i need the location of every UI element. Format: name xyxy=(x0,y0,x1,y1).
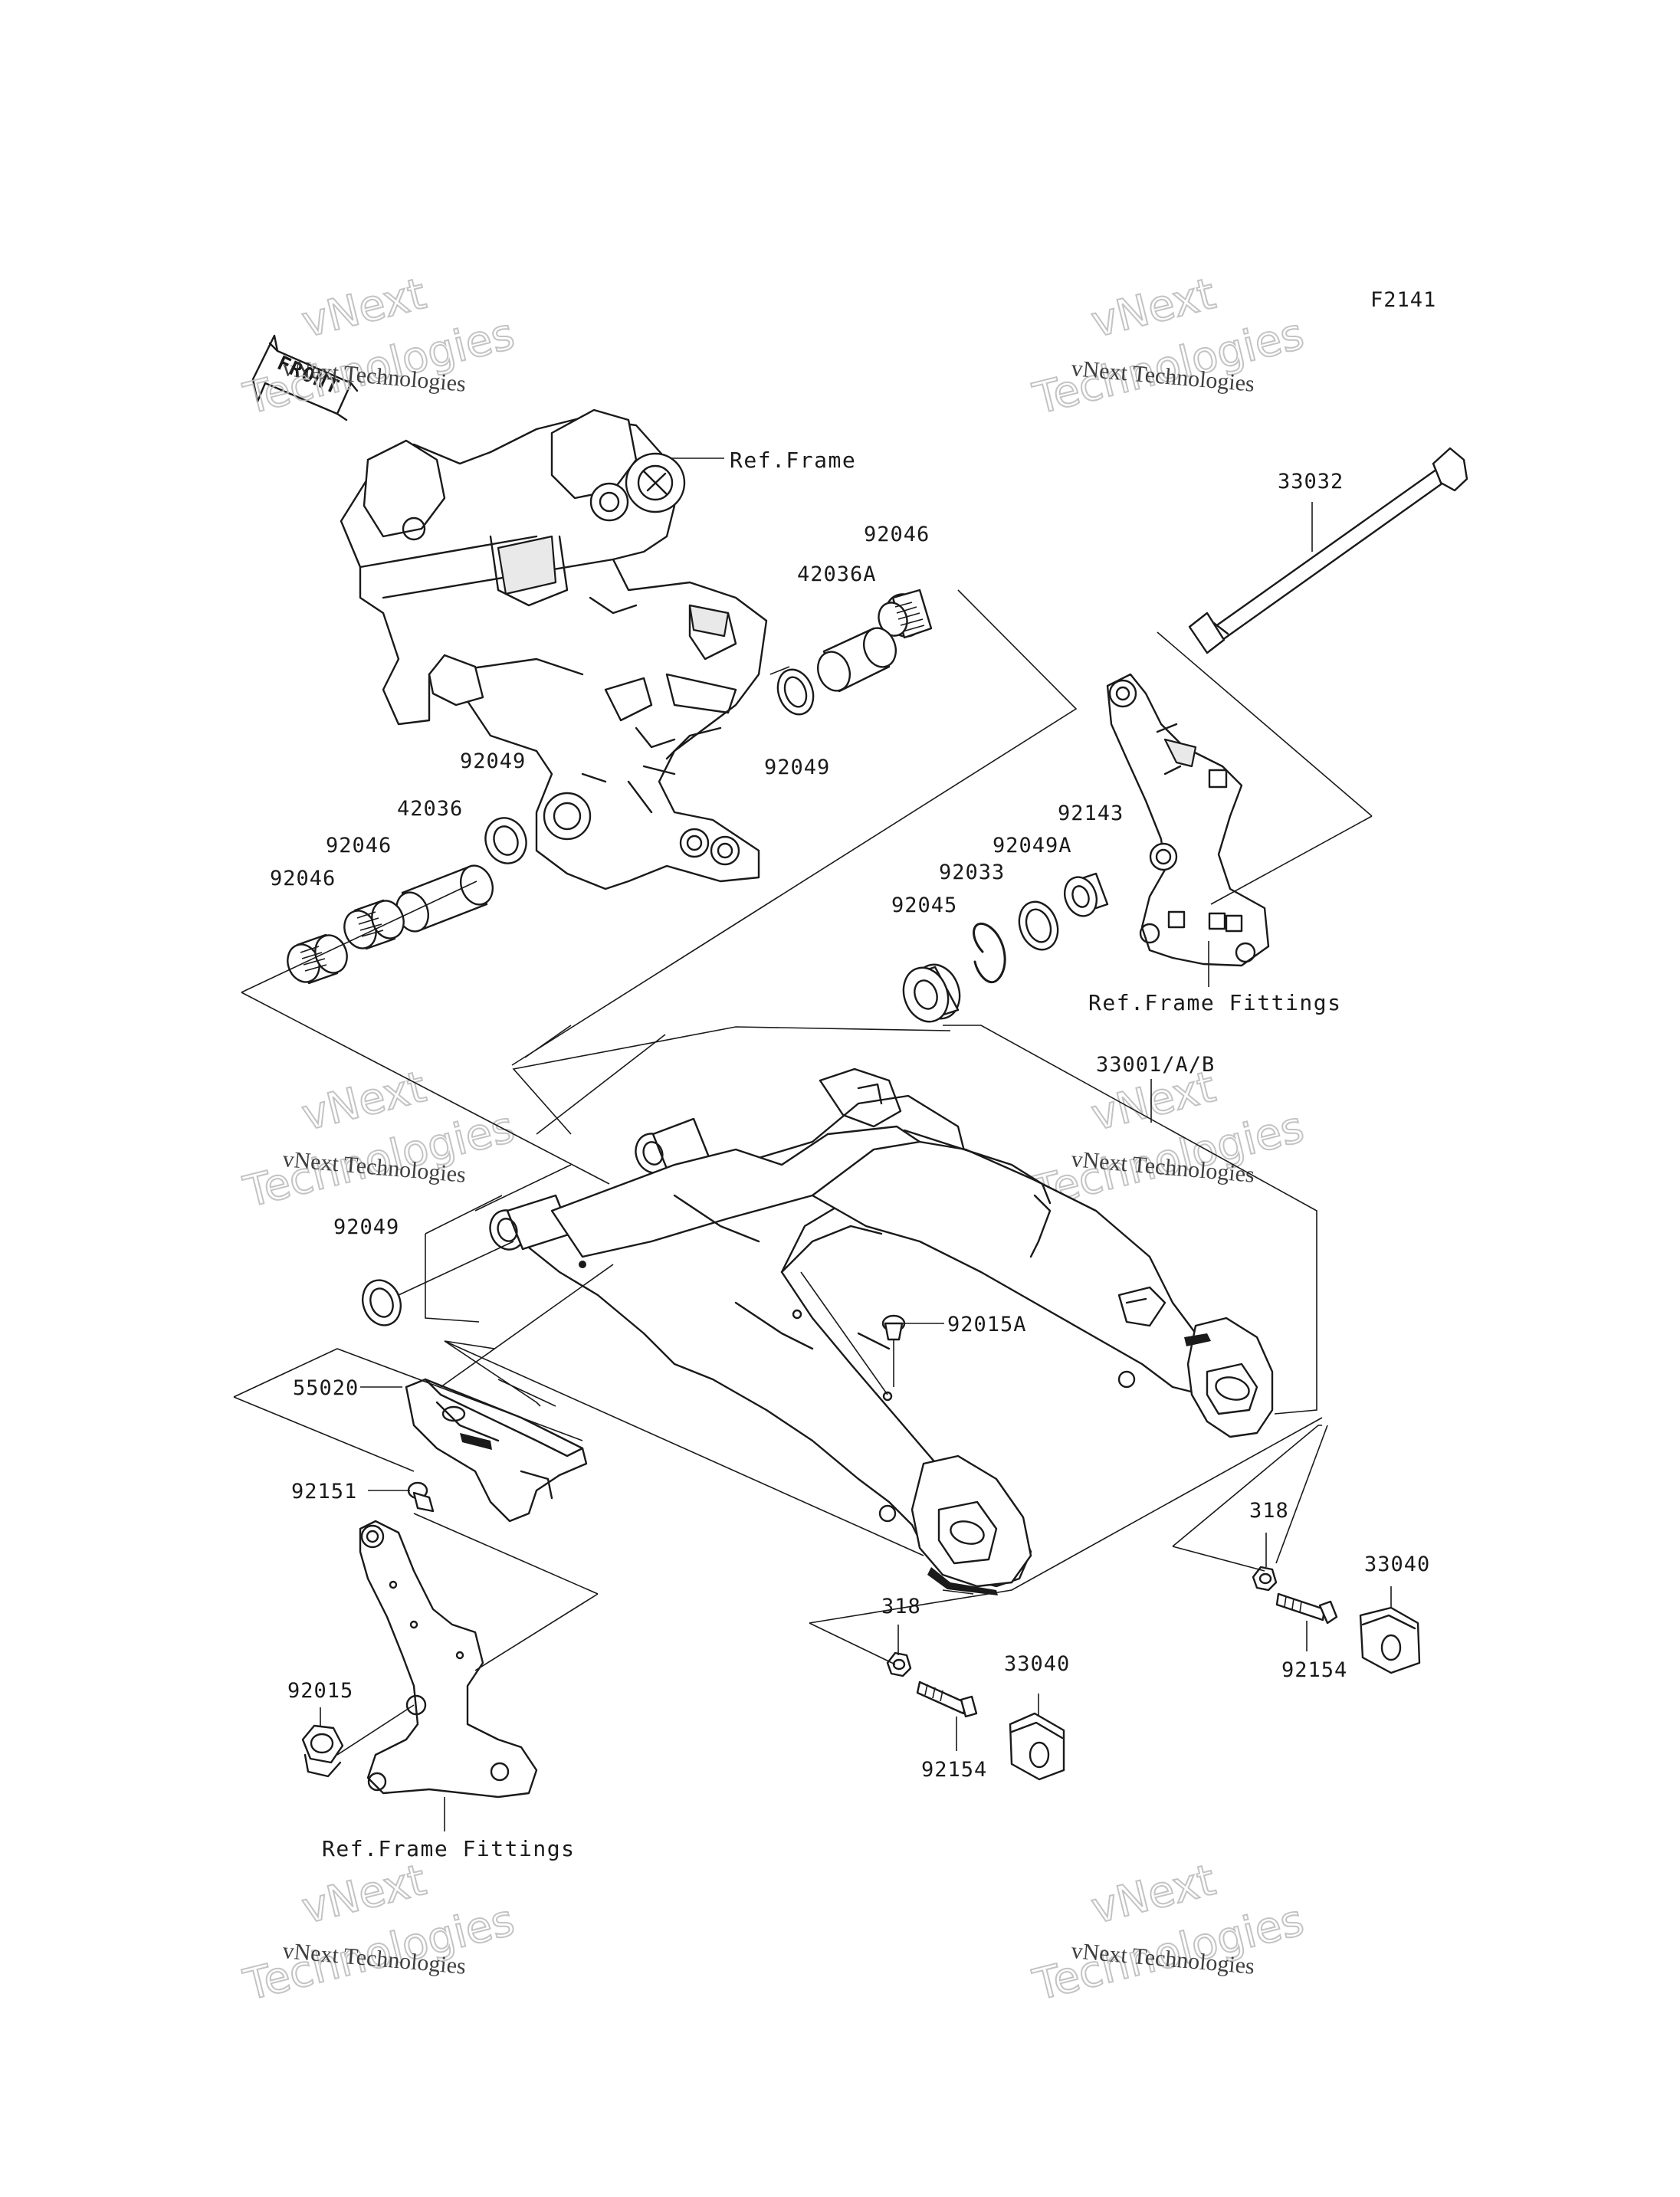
part-label-92154-right: 92154 xyxy=(1281,1658,1347,1682)
watermark-top-left: vNext Technologies vNext Technologies xyxy=(238,268,520,425)
frame-drawing xyxy=(340,408,768,890)
collar-42036 xyxy=(395,864,494,933)
bearing-92046-top xyxy=(878,589,933,639)
part-label-33040-right: 33040 xyxy=(1364,1553,1430,1576)
block-33040-right xyxy=(1359,1606,1421,1674)
collar-42036A xyxy=(817,627,897,693)
watermark-top-right: vNext Technologies vNext Technologies xyxy=(1028,268,1310,425)
part-label-92015A: 92015A xyxy=(947,1313,1027,1336)
part-label-92049-mid: 92049 xyxy=(460,749,526,773)
part-label-92046-left: 92046 xyxy=(270,867,336,890)
ref-frame-fittings-left-label: Ref.Frame Fittings xyxy=(322,1836,575,1861)
bearing-92046-left xyxy=(287,933,348,985)
collar-92143 xyxy=(1064,872,1109,917)
plug-92015A xyxy=(881,1314,906,1341)
assembly-guide-lines xyxy=(233,457,1392,1831)
bearing-92046-mid xyxy=(343,899,405,950)
part-label-33001: 33001/A/B xyxy=(1096,1053,1215,1077)
part-label-318-center: 318 xyxy=(881,1595,921,1618)
block-33040-center xyxy=(1009,1712,1065,1781)
part-label-92151: 92151 xyxy=(291,1480,357,1503)
part-label-92049A: 92049A xyxy=(993,834,1072,857)
watermark-bottom-right: vNext Technologies vNext Technologies xyxy=(1028,1854,1310,2012)
nut-92015 xyxy=(301,1724,344,1778)
circlip-92033 xyxy=(973,922,1006,984)
part-label-33032: 33032 xyxy=(1278,470,1344,494)
seal-92049-low xyxy=(362,1279,402,1326)
diagram-id: F2141 xyxy=(1370,288,1436,312)
part-label-92046-top: 92046 xyxy=(864,523,930,546)
watermark-mid-left: vNext Technologies vNext Technologies xyxy=(238,1061,520,1218)
bolt-92151 xyxy=(407,1481,435,1513)
bearing-92045 xyxy=(902,963,961,1023)
frame-fittings-left-drawing xyxy=(359,1520,538,1799)
nut-318-center xyxy=(886,1651,912,1677)
chain-guide-55020 xyxy=(405,1378,588,1523)
part-label-42036A: 42036A xyxy=(797,562,877,586)
part-label-318-right: 318 xyxy=(1249,1499,1289,1523)
part-label-55020: 55020 xyxy=(293,1376,359,1400)
seal-92049A xyxy=(1018,900,1059,951)
frame-fittings-right-drawing xyxy=(1106,673,1270,967)
bolt-92154-center xyxy=(916,1681,978,1718)
part-label-92045: 92045 xyxy=(891,894,957,917)
part-label-92049-top: 92049 xyxy=(764,756,830,779)
seal-92049-top xyxy=(776,668,815,716)
part-label-92015: 92015 xyxy=(287,1679,353,1703)
part-label-92049-low: 92049 xyxy=(333,1215,399,1239)
part-label-92154-center: 92154 xyxy=(921,1758,987,1782)
part-label-92046-mid: 92046 xyxy=(326,834,392,857)
part-label-92033: 92033 xyxy=(939,861,1005,884)
seal-92049-mid xyxy=(484,817,527,864)
nut-318-right xyxy=(1252,1566,1278,1592)
ref-frame-label: Ref.Frame xyxy=(730,448,856,473)
bolt-92154-right xyxy=(1275,1592,1338,1625)
axle-shaft-33032 xyxy=(1188,447,1468,654)
part-label-42036: 42036 xyxy=(397,797,463,821)
watermark-bottom-left: vNext Technologies vNext Technologies xyxy=(238,1854,520,2012)
ref-frame-fittings-right-label: Ref.Frame Fittings xyxy=(1088,990,1341,1015)
part-label-33040-center: 33040 xyxy=(1004,1652,1070,1676)
watermark-mid-right: vNext Technologies vNext Technologies xyxy=(1028,1061,1310,1218)
part-label-92143: 92143 xyxy=(1058,802,1124,825)
swing-arm-drawing xyxy=(489,1067,1274,1595)
